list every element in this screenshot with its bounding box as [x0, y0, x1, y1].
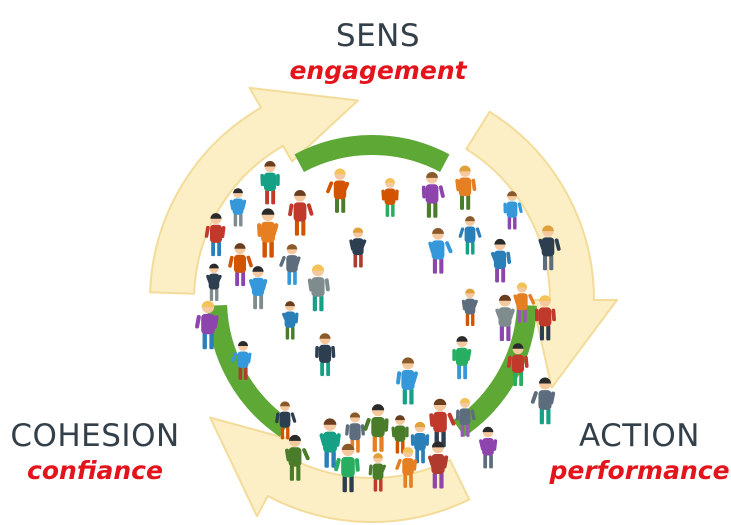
person-icon	[534, 295, 556, 341]
person-icon	[363, 404, 389, 452]
person-icon	[257, 208, 279, 258]
person-icon	[248, 266, 268, 310]
person-icon	[495, 294, 515, 342]
person-icon	[231, 340, 252, 380]
person-icon	[307, 264, 330, 312]
person-icon	[315, 333, 336, 377]
person-icon	[206, 263, 222, 302]
person-icon	[530, 377, 556, 425]
person-icon	[260, 160, 280, 205]
person-icon	[204, 213, 226, 257]
person-icon	[229, 188, 247, 227]
person-icon	[490, 238, 512, 283]
person-icon	[275, 401, 297, 440]
person-icon	[410, 421, 430, 464]
label-cohesion-title: COHESION	[10, 418, 180, 454]
person-icon	[279, 244, 301, 285]
person-icon	[428, 228, 453, 274]
person-icon	[421, 171, 445, 218]
person-icon	[319, 418, 341, 468]
crowd-of-people-icon	[195, 160, 561, 493]
label-action: ACTION performance	[548, 418, 731, 485]
curved-arrow-icon	[209, 416, 471, 523]
person-icon	[381, 177, 399, 217]
person-icon	[452, 336, 472, 380]
person-icon	[195, 300, 219, 350]
person-icon	[455, 165, 477, 210]
person-icon	[503, 191, 523, 230]
cycle-arrows	[149, 86, 618, 523]
person-icon	[461, 288, 478, 327]
person-icon	[507, 343, 529, 387]
label-sens-subtitle: engagement	[289, 56, 467, 85]
person-icon	[479, 426, 498, 469]
person-icon	[395, 447, 417, 488]
person-icon	[349, 227, 367, 268]
label-cohesion: COHESION confiance	[0, 418, 190, 485]
label-action-title: ACTION	[579, 418, 700, 454]
label-sens-title: SENS	[335, 18, 421, 54]
curved-arrow-icon	[465, 110, 618, 389]
green-arc-icon	[294, 135, 450, 173]
person-icon	[429, 398, 456, 448]
label-sens: SENS engagement	[278, 18, 478, 85]
person-icon	[396, 357, 419, 405]
person-icon	[513, 282, 536, 323]
person-icon	[455, 397, 476, 437]
label-action-subtitle: performance	[549, 456, 730, 485]
person-icon	[326, 168, 350, 213]
person-icon	[345, 412, 365, 453]
person-icon	[285, 434, 310, 481]
person-icon	[458, 216, 482, 255]
person-icon	[428, 441, 449, 489]
person-icon	[334, 443, 360, 493]
green-arc-icon	[207, 304, 292, 437]
person-icon	[538, 225, 561, 271]
label-cohesion-subtitle: confiance	[27, 456, 163, 485]
person-icon	[228, 243, 253, 287]
person-icon	[282, 301, 299, 340]
person-icon	[288, 190, 314, 236]
person-icon	[368, 453, 386, 492]
